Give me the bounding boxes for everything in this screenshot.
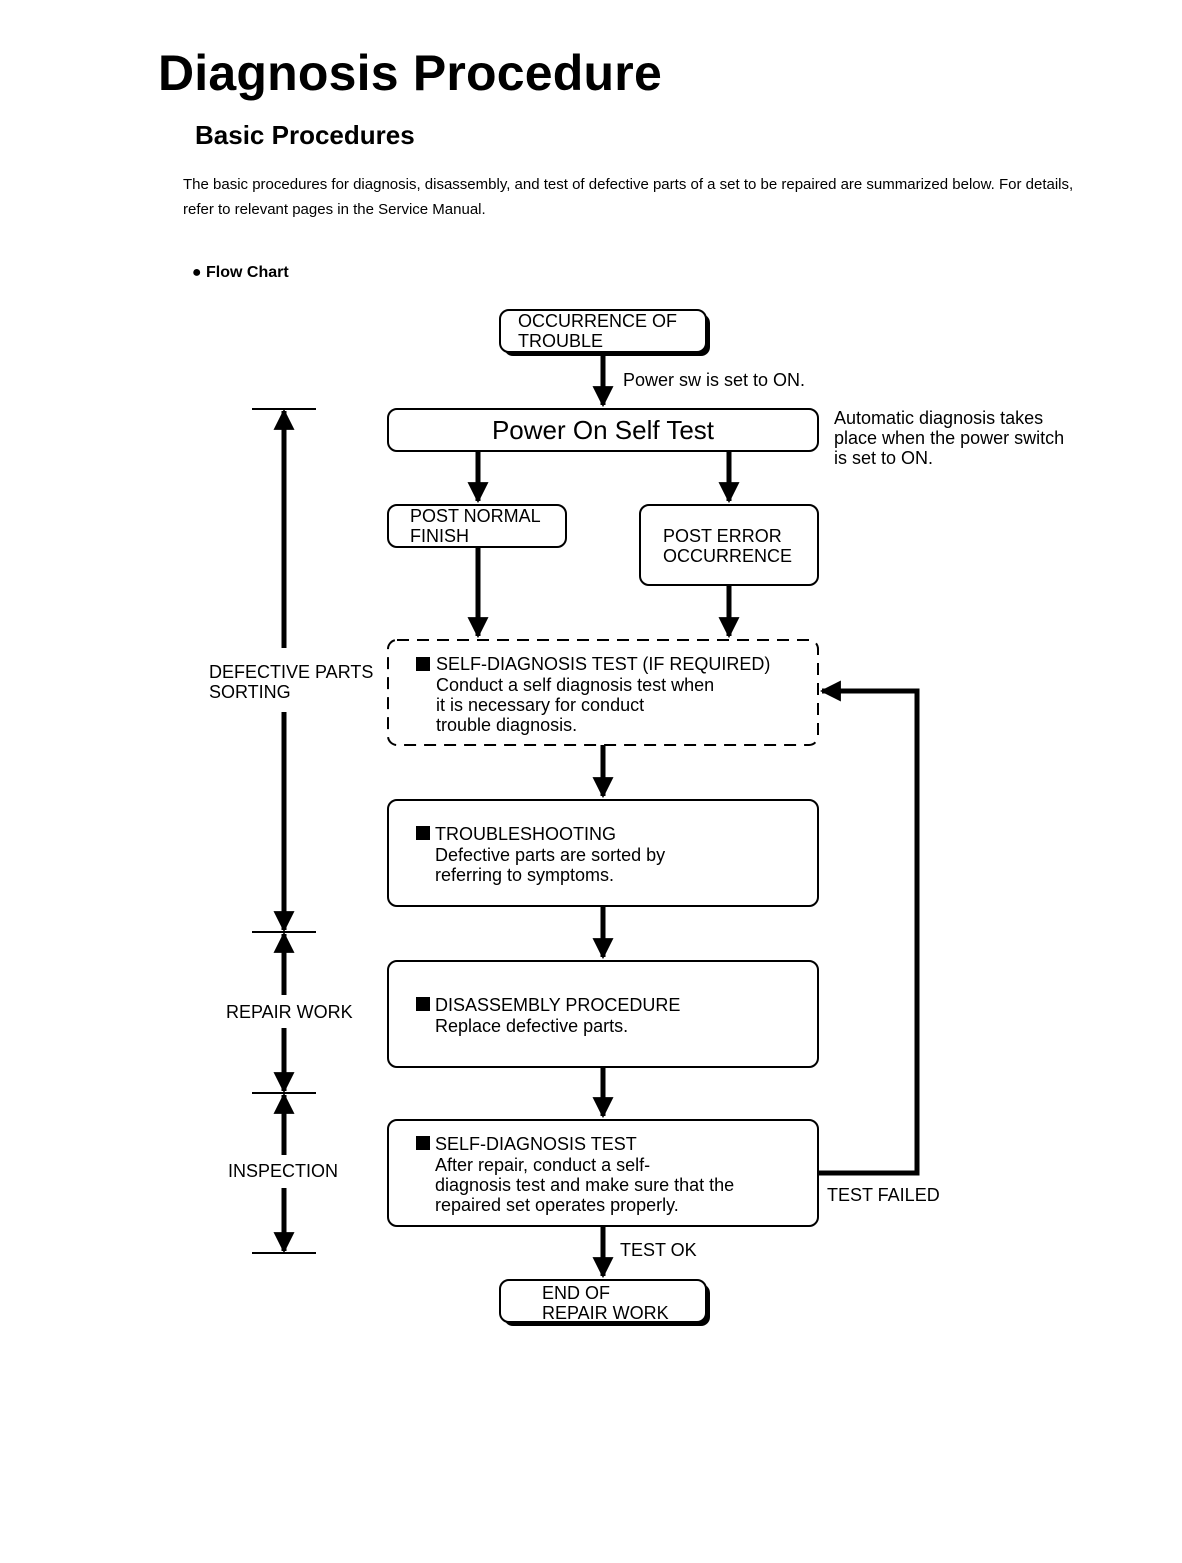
intro-paragraph: The basic procedures for diagnosis, disa… [183, 176, 1074, 218]
self-diagnosis-optional-line-3: trouble diagnosis. [436, 715, 577, 735]
troubleshooting-line-2: referring to symptoms. [435, 865, 614, 885]
phase-label-repair: REPAIR WORK [226, 1002, 353, 1022]
troubleshooting-title: TROUBLESHOOTING [435, 824, 616, 844]
square-bullet-icon [416, 997, 430, 1011]
self-diagnosis-optional-line-1: Conduct a self diagnosis test when [436, 675, 714, 695]
end-node: END OF REPAIR WORK [499, 1279, 710, 1326]
post-normal-line-2: FINISH [410, 526, 469, 546]
phase-label-sorting-1: DEFECTIVE PARTS [209, 662, 373, 682]
self-diagnosis-final-line-3: repaired set operates properly. [435, 1195, 679, 1215]
disassembly-node: DISASSEMBLY PROCEDURE Replace defective … [387, 960, 819, 1068]
self-diagnosis-final-title: SELF-DIAGNOSIS TEST [435, 1134, 637, 1154]
troubleshooting-line-1: Defective parts are sorted by [435, 845, 665, 865]
end-node-box [499, 1279, 707, 1323]
post-note-line-3: is set to ON. [834, 448, 933, 468]
disassembly-title: DISASSEMBLY PROCEDURE [435, 995, 680, 1015]
start-node-box [499, 309, 707, 353]
post-node: Power On Self Test [387, 408, 819, 452]
self-diagnosis-optional-title: SELF-DIAGNOSIS TEST (IF REQUIRED) [436, 654, 770, 674]
square-bullet-icon [416, 826, 430, 840]
square-bullet-icon [416, 657, 430, 671]
self-diagnosis-final-node: SELF-DIAGNOSIS TEST After repair, conduc… [387, 1119, 819, 1227]
post-error-line-1: POST ERROR [663, 526, 782, 546]
flow-chart-heading: ● Flow Chart [183, 246, 289, 282]
end-node-line-2: REPAIR WORK [542, 1303, 669, 1323]
phase-label-inspection: INSPECTION [228, 1161, 338, 1181]
edge-label-test-failed: TEST FAILED [827, 1185, 940, 1205]
section-title: Basic Procedures [195, 120, 415, 150]
post-normal-node: POST NORMAL FINISH [387, 504, 567, 548]
bullet-icon: ● [191, 264, 202, 281]
edge-label-test-ok: TEST OK [620, 1240, 697, 1260]
phase-label-sorting-2: SORTING [209, 682, 291, 702]
self-diagnosis-final-line-1: After repair, conduct a self- [435, 1155, 650, 1175]
disassembly-line-1: Replace defective parts. [435, 1016, 628, 1036]
self-diagnosis-optional-node: SELF-DIAGNOSIS TEST (IF REQUIRED) Conduc… [387, 639, 819, 746]
post-normal-line-1: POST NORMAL [410, 506, 541, 526]
post-node-box [387, 408, 819, 452]
self-diagnosis-optional-box [387, 639, 819, 746]
start-node-line-1: OCCURRENCE OF [518, 311, 677, 331]
post-note-line-2: place when the power switch [834, 428, 1064, 448]
troubleshooting-node: TROUBLESHOOTING Defective parts are sort… [387, 799, 819, 907]
post-note-line-1: Automatic diagnosis takes [834, 408, 1043, 428]
phase-indicators: DEFECTIVE PARTS SORTING REPAIR WORK INSP… [209, 408, 373, 1254]
post-error-line-2: OCCURRENCE [663, 546, 792, 566]
flow-chart-label: Flow Chart [206, 264, 289, 281]
square-bullet-icon [416, 1136, 430, 1150]
end-node-line-1: END OF [542, 1283, 610, 1303]
self-diagnosis-final-line-2: diagnosis test and make sure that the [435, 1175, 734, 1195]
edge-label-power-on: Power sw is set to ON. [623, 370, 805, 390]
start-node-line-2: TROUBLE [518, 331, 603, 351]
self-diagnosis-optional-line-2: it is necessary for conduct [436, 695, 644, 715]
start-node: OCCURRENCE OF TROUBLE [499, 309, 710, 356]
page-title: Diagnosis Procedure [158, 45, 662, 101]
post-error-node: POST ERROR OCCURRENCE [639, 504, 819, 586]
post-node-label: Power On Self Test [492, 415, 715, 445]
arrow-test-failed-loop [818, 680, 920, 1176]
